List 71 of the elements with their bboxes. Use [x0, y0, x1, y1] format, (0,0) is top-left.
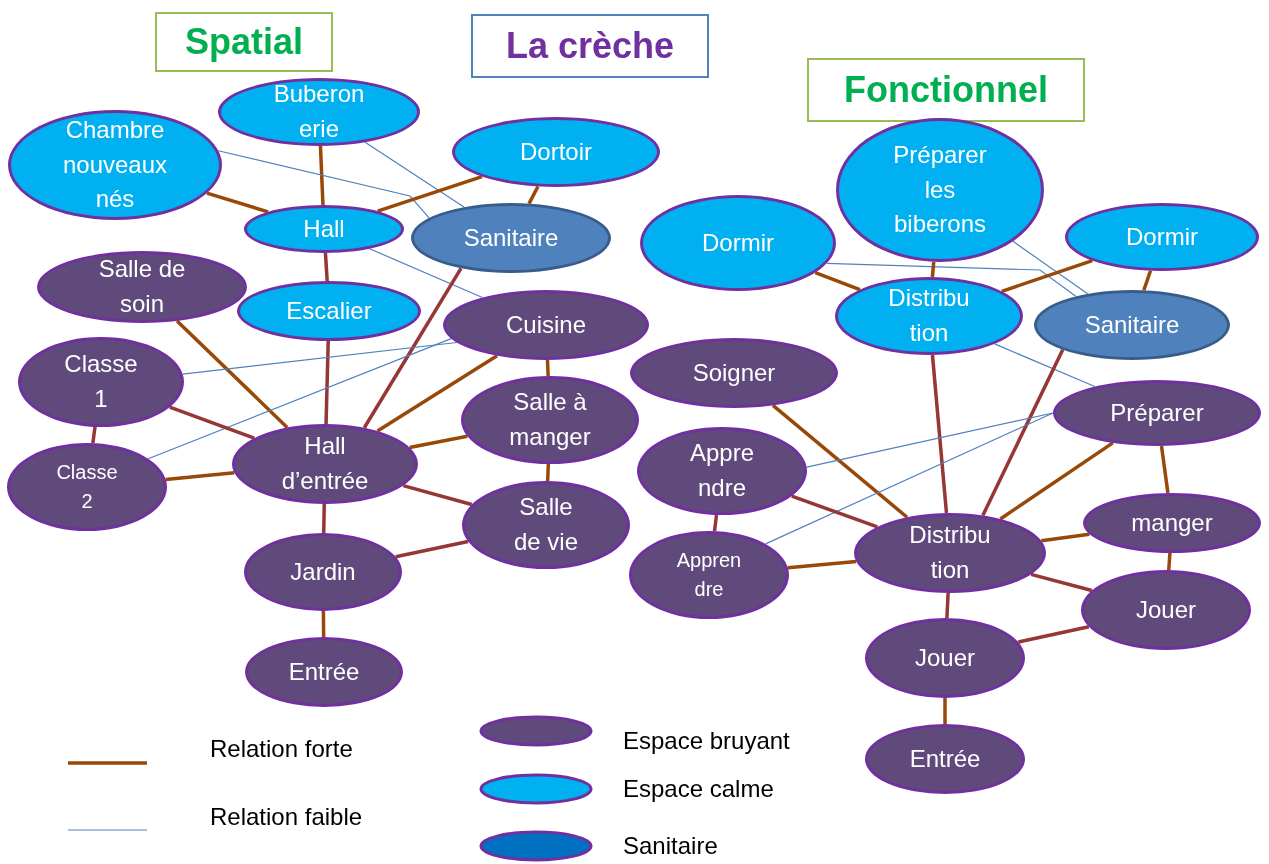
- relation-line: [182, 341, 458, 375]
- relation-line: [806, 412, 1054, 468]
- legend-label: Sanitaire: [623, 832, 718, 860]
- relation-line: [321, 611, 326, 637]
- space-ellipse: Entrée: [245, 637, 403, 707]
- relation-line: [169, 405, 255, 440]
- space-ellipse: Salle de vie: [462, 481, 630, 569]
- space-ellipse: Entrée: [865, 724, 1025, 794]
- relation-line: [712, 514, 719, 532]
- space-ellipse: Appre ndre: [637, 427, 807, 515]
- relation-line: [994, 343, 1096, 388]
- space-ellipse: Soigner: [630, 338, 838, 408]
- space-ellipse: Distribu tion: [854, 513, 1046, 593]
- space-ellipse: manger: [1083, 493, 1261, 553]
- relation-line: [1001, 259, 1093, 293]
- relation-line: [369, 248, 483, 299]
- relation-line: [91, 426, 97, 444]
- relation-line: [930, 354, 949, 514]
- space-ellipse: Classe 2: [7, 443, 167, 531]
- relation-line: [206, 191, 269, 214]
- space-ellipse: Préparer les biberons: [836, 118, 1044, 262]
- relation-line: [930, 261, 936, 278]
- space-ellipse: Buberon erie: [218, 78, 420, 146]
- space-ellipse: Chambre nouveaux nés: [8, 110, 222, 220]
- space-ellipse: Dormir: [640, 195, 836, 291]
- title-box: La crèche: [471, 14, 709, 78]
- relation-line: [545, 463, 551, 482]
- space-ellipse: Dormir: [1065, 203, 1259, 271]
- space-ellipse: Distribu tion: [835, 277, 1023, 355]
- legend-label: Relation faible: [210, 803, 363, 831]
- relation-line: [527, 185, 540, 205]
- title-box: Fonctionnel: [807, 58, 1085, 122]
- space-ellipse: Appren dre: [629, 531, 789, 619]
- relation-line: [323, 252, 329, 282]
- space-ellipse: Jardin: [244, 533, 402, 611]
- space-ellipse: Salle de soin: [37, 251, 247, 323]
- space-ellipse: Escalier: [237, 281, 421, 341]
- legend-label: Espace bruyant: [623, 727, 790, 755]
- relation-line: [1030, 572, 1093, 593]
- relation-line: [318, 145, 325, 206]
- relation-line: [943, 698, 947, 724]
- relation-line: [1142, 270, 1153, 291]
- space-ellipse: Préparer: [1053, 380, 1261, 446]
- relation-line: [791, 494, 878, 529]
- relation-line: [377, 174, 483, 213]
- space-ellipse: Sanitaire: [1034, 290, 1230, 360]
- relation-line: [545, 359, 550, 377]
- relation-line: [321, 503, 326, 534]
- legend-label: Espace calme: [623, 775, 774, 803]
- relation-line: [945, 592, 950, 619]
- space-ellipse: Hall: [244, 205, 404, 253]
- relation-line: [814, 270, 861, 292]
- space-ellipse: Dortoir: [452, 117, 660, 187]
- space-ellipse: Jouer: [1081, 570, 1251, 650]
- relation-line: [376, 354, 498, 433]
- space-ellipse: Cuisine: [443, 290, 649, 360]
- relation-line: [1167, 552, 1172, 571]
- relation-line: [764, 412, 1054, 545]
- space-ellipse: Jouer: [865, 618, 1025, 698]
- title-box: Spatial: [155, 12, 333, 72]
- relation-line: [1159, 445, 1170, 494]
- relation-line: [147, 338, 452, 460]
- space-ellipse: Sanitaire: [411, 203, 611, 273]
- relation-line: [787, 559, 857, 570]
- relation-line: [324, 340, 330, 425]
- relation-line: [165, 471, 235, 482]
- space-ellipse: Hall d’entrée: [232, 424, 418, 504]
- relation-line: [826, 262, 1077, 297]
- space-ellipse: Salle à manger: [461, 376, 639, 464]
- legend-label: Relation forte: [210, 735, 353, 763]
- space-ellipse: Classe 1: [18, 337, 184, 427]
